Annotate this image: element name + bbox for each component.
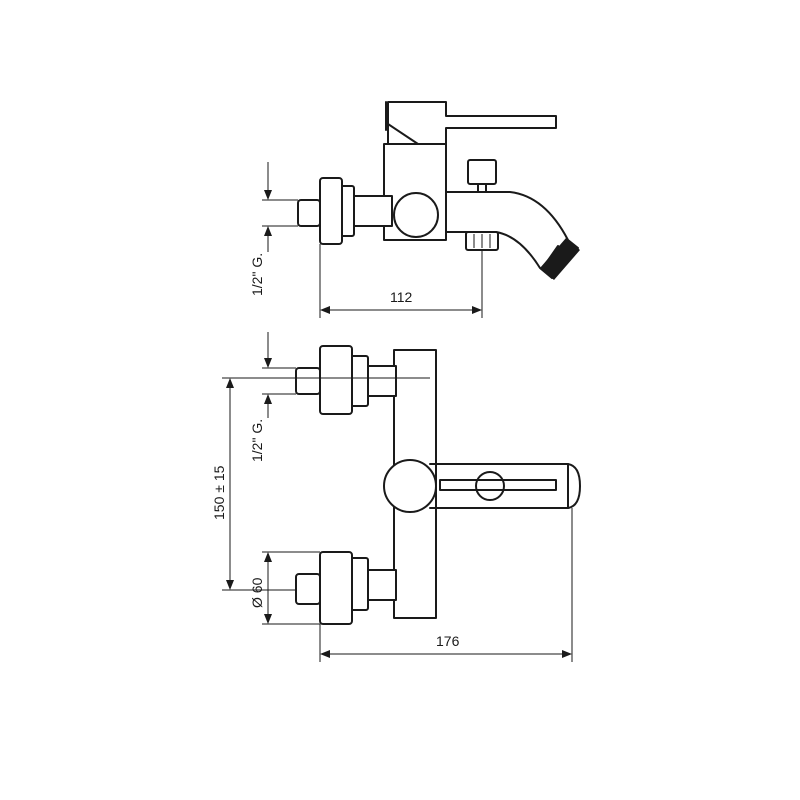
upper-stub [295, 367, 321, 395]
diverter-plan [475, 471, 505, 501]
diverter-pull [467, 159, 497, 185]
dim-top-thread: 1/2" G. [249, 253, 265, 296]
spout-plan [429, 463, 581, 509]
wall-flange [319, 177, 343, 245]
dim-bottom-thread: 1/2" G. [249, 419, 265, 462]
thread-stub [297, 199, 321, 227]
lever-handle [387, 101, 557, 145]
dim-bottom-centers: 150 ± 15 [211, 465, 227, 520]
lower-stub [295, 573, 321, 605]
lower-connector [365, 569, 397, 601]
dim-bottom-width: 176 [436, 633, 460, 649]
upper-connector [365, 365, 397, 397]
diverter-knob [393, 192, 439, 238]
dim-bottom-flange: Ø 60 [249, 577, 265, 608]
plan-view: 1/2" G. 150 ± 15 Ø 60 176 [211, 332, 581, 662]
dim-top-width: 112 [390, 289, 413, 305]
knob-plan [383, 459, 437, 513]
lever-plan [439, 479, 557, 491]
side-elevation-view: 1/2" G. 112 [249, 101, 580, 318]
lever-base [385, 101, 419, 145]
lower-flange [319, 551, 353, 625]
connector-pipe [351, 195, 393, 227]
spout-aerator [540, 238, 580, 280]
upper-flange [319, 345, 353, 415]
